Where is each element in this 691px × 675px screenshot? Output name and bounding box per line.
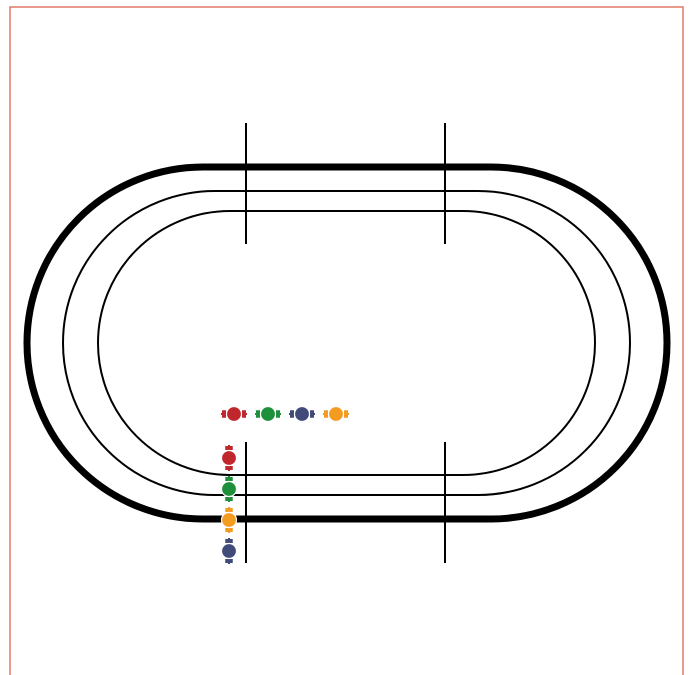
page-border — [10, 7, 683, 675]
blue-column-rider-icon — [222, 538, 237, 564]
green-column-rider-icon — [222, 476, 237, 502]
orange-column-rider-icon — [222, 507, 237, 533]
rider-column — [222, 445, 237, 564]
red-column-rider-icon — [222, 445, 237, 471]
orange-row-rider-icon — [323, 407, 349, 422]
track-inner-line — [98, 211, 595, 475]
rider-row — [221, 407, 349, 422]
red-row-rider-icon — [221, 407, 247, 422]
track-outer-boundary — [27, 167, 667, 519]
track-middle-line — [63, 191, 630, 495]
blue-row-rider-icon — [289, 407, 315, 422]
green-row-rider-icon — [255, 407, 281, 422]
